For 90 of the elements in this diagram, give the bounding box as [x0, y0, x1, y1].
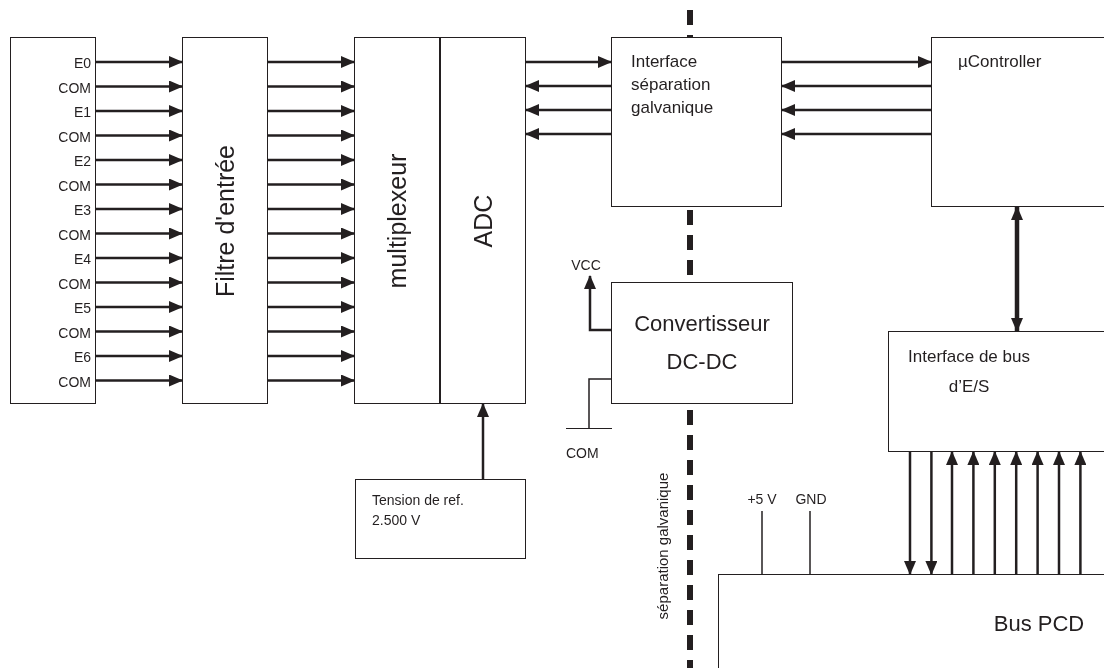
arrow: [525, 128, 611, 140]
terminal-label: COM: [58, 374, 91, 389]
arrow: [526, 56, 612, 68]
separator-label: séparation galvanique: [654, 472, 670, 620]
connector-line: [761, 510, 763, 575]
terminal-label: E4: [73, 252, 91, 266]
arrow: [268, 203, 355, 215]
arrow: [477, 403, 489, 479]
arrow: [268, 325, 355, 338]
filter-block: [182, 37, 268, 404]
arrow: [96, 129, 183, 142]
input-terminal-block: [10, 37, 96, 404]
ground-label: GND: [792, 489, 830, 509]
reference-voltage-block: [355, 479, 526, 559]
arrow: [925, 452, 938, 575]
arrow: [96, 252, 183, 264]
arrow: [1011, 206, 1023, 332]
arrow: [96, 350, 183, 362]
terminal-label: COM: [58, 129, 91, 144]
arrow: [96, 80, 183, 93]
terminal-label: COM: [566, 446, 599, 460]
dc-dc-converter-block: [611, 282, 793, 404]
arrow: [96, 301, 183, 313]
arrow: [782, 56, 932, 68]
arrow: [268, 178, 355, 191]
arrow: [268, 80, 355, 93]
bus-interface-block: [888, 331, 1104, 452]
terminal-label: E3: [73, 203, 91, 217]
bus-block: [718, 574, 1104, 668]
isolation-interface-block: [611, 37, 782, 207]
arrow: [584, 275, 611, 332]
block-label: Filtre d'entrée: [212, 144, 238, 297]
arrow: [268, 129, 355, 142]
arrow: [268, 154, 355, 166]
terminal-label: E5: [73, 301, 91, 315]
arrow: [96, 276, 183, 289]
block-label: multiplexeur: [384, 153, 410, 288]
ground-symbol: [566, 428, 612, 460]
block-label: µController: [958, 51, 1043, 73]
arrow: [96, 227, 183, 240]
arrow: [946, 451, 958, 574]
arrow: [96, 105, 183, 117]
arrow: [525, 104, 611, 116]
arrow: [268, 350, 355, 362]
arrow: [781, 128, 931, 140]
arrow: [1010, 451, 1023, 574]
arrow: [268, 374, 355, 387]
terminal-label: E2: [73, 154, 91, 168]
adc-block: [440, 37, 526, 404]
arrow: [967, 451, 980, 574]
multiplexer-block: [354, 37, 440, 404]
terminal-label: COM: [58, 178, 91, 193]
arrow: [96, 154, 183, 166]
arrow: [268, 56, 355, 68]
block-label: Bus PCD: [992, 610, 1086, 638]
arrow: [781, 104, 931, 116]
block-label: Interface séparation galvanique: [631, 51, 715, 119]
terminal-label: COM: [58, 325, 91, 340]
arrow: [96, 325, 183, 338]
terminal-label: COM: [58, 227, 91, 242]
connector-line: [809, 510, 811, 575]
arrow: [96, 374, 183, 387]
block-label: ADC: [470, 194, 496, 247]
terminal-label: E6: [73, 350, 91, 364]
block-label: Tension de ref. 2.500 V: [372, 491, 465, 530]
arrow: [268, 105, 355, 117]
terminal-label: E1: [73, 105, 91, 119]
arrow: [268, 227, 355, 240]
arrow: [988, 451, 1001, 574]
terminal-label: E0: [73, 56, 91, 70]
terminal-label: COM: [58, 80, 91, 95]
microcontroller-block: [931, 37, 1104, 207]
arrow: [96, 203, 183, 215]
supply-label: VCC: [566, 254, 606, 276]
arrow: [781, 80, 931, 92]
terminal-label: COM: [58, 276, 91, 291]
supply-label: +5 V: [744, 489, 780, 509]
arrow: [96, 178, 183, 191]
connector-line: [588, 378, 612, 429]
arrow: [525, 80, 611, 92]
arrow: [1053, 451, 1065, 574]
arrow: [904, 452, 916, 575]
block-label: Interface de bus d’E/S: [907, 346, 1031, 398]
arrow: [268, 276, 355, 289]
block-label: Convertisseur DC-DC: [633, 310, 771, 376]
arrow: [1031, 451, 1044, 574]
arrow: [1074, 451, 1087, 574]
arrow: [268, 301, 355, 313]
arrow: [96, 56, 183, 68]
arrow: [268, 252, 355, 264]
